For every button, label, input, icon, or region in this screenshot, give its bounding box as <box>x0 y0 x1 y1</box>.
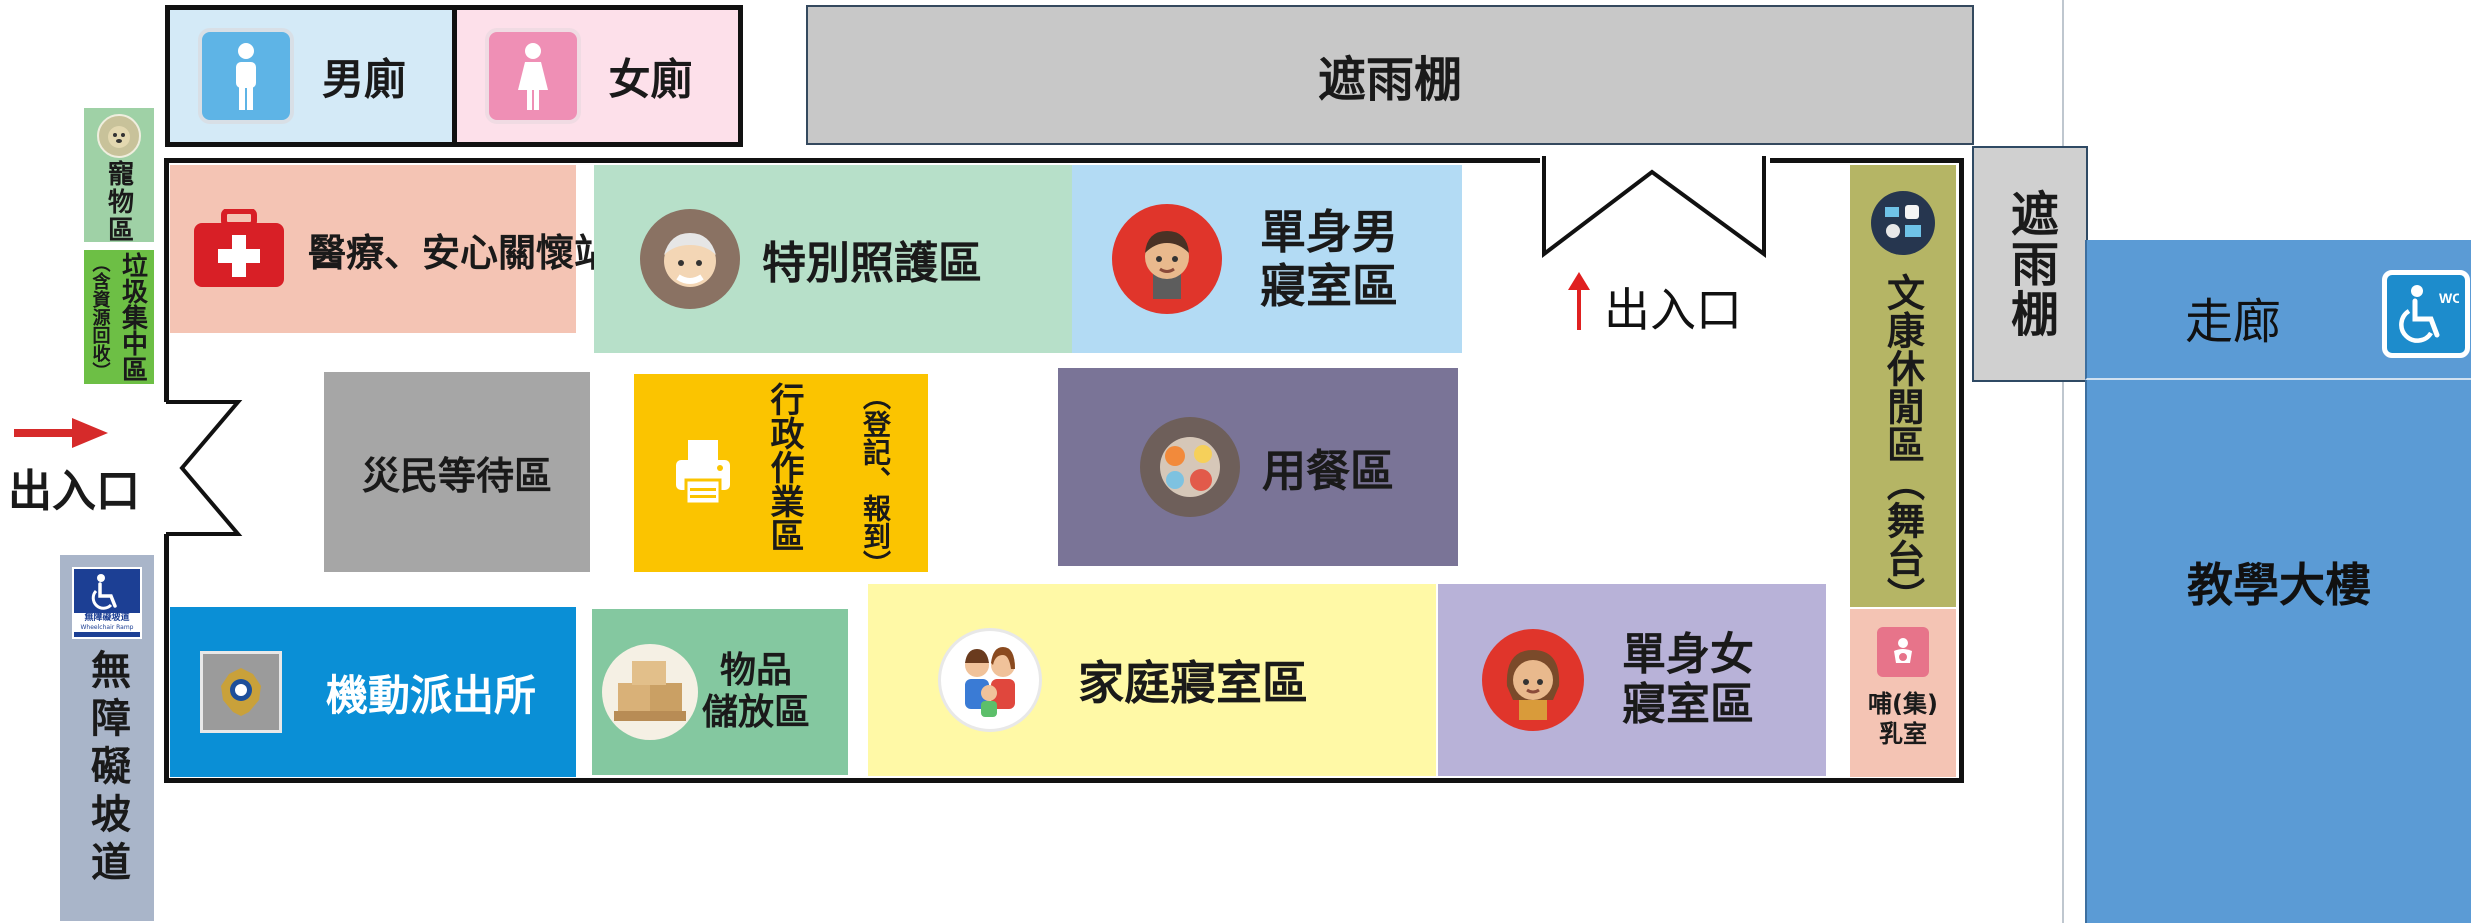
first-aid-kit-icon <box>192 209 286 289</box>
left-entrance-arrow <box>14 418 108 448</box>
zone-family: 家庭寢室區 <box>868 584 1436 776</box>
female-toilet-label: 女廁 <box>608 54 693 104</box>
zone-recreation: 文康休閒區（舞台） <box>1850 165 1956 615</box>
zone-dining-label: 用餐區 <box>1262 446 1394 497</box>
zone-victims-waiting: 災民等待區 <box>324 372 590 572</box>
zone-recreation-label: 文康休閒區（舞台） <box>1880 273 1925 615</box>
left-door <box>160 396 260 546</box>
female-toilet: 女廁 <box>456 10 738 142</box>
zone-dining: 用餐區 <box>1058 368 1458 566</box>
zone-nursing-text: 哺(集) 乳室 <box>1868 689 1938 749</box>
male-toilet-label: 男廁 <box>322 54 407 104</box>
toilet-block: 男廁 女廁 <box>165 5 743 147</box>
canopy-right-label: 遮雨棚 <box>2002 189 2058 339</box>
family-icon <box>938 628 1042 732</box>
wheelchair-icon <box>87 572 127 612</box>
zone-special-care-label: 特別照護區 <box>762 238 982 289</box>
zone-medical-label: 醫療、安心關懷站 <box>308 230 613 275</box>
male-toilet: 男廁 <box>170 10 457 142</box>
zone-single-female: 單身女 寢室區 <box>1438 584 1826 776</box>
zone-storage-text: 物品 儲放區 <box>702 650 810 734</box>
zone-admin-label: 行政作業區 <box>764 382 804 552</box>
ramp: 無障礙坡道 Wheelchair Ramp 無障礙坡道 <box>60 555 154 921</box>
zone-admin: 行政作業區 （登記、報到） <box>634 374 928 578</box>
top-door <box>1540 150 1770 265</box>
ramp-label: 無障礙坡道 <box>84 649 130 889</box>
zone-admin-sub: （登記、報到） <box>859 382 892 578</box>
zone-medical: 醫療、安心關懷站 <box>170 165 612 333</box>
elderly-face-icon <box>640 209 740 309</box>
top-entrance-label: 出入口 <box>1604 283 1742 337</box>
male-toilet-icon <box>198 28 294 124</box>
garbage-area: 垃圾集中區 （含資源回收） <box>84 250 154 384</box>
meal-table-icon <box>1140 417 1240 517</box>
canopy-top-label: 遮雨棚 <box>1317 52 1462 108</box>
pet-area: 寵物區 <box>84 108 154 244</box>
man-face-icon <box>1112 204 1222 314</box>
zone-storage-label-2: 儲放區 <box>702 692 811 733</box>
woman-face-icon <box>1482 629 1584 731</box>
zone-storage: 物品 儲放區 <box>592 609 848 775</box>
divider-line <box>2062 0 2064 923</box>
zone-single-female-label-2: 寢室區 <box>1622 679 1754 730</box>
female-toilet-icon <box>484 28 581 124</box>
top-entrance-arrow <box>1568 272 1590 330</box>
zone-nursing-label-1: 哺(集) <box>1868 690 1938 718</box>
zone-single-male: 單身男 寢室區 <box>1072 165 1462 353</box>
accessible-wc-icon: WC <box>2382 270 2470 358</box>
zone-nursing-label-2: 乳室 <box>1879 720 1927 748</box>
corridor: 走廊 WC <box>2085 240 2471 380</box>
zone-single-male-label-2: 寢室區 <box>1260 259 1398 313</box>
pet-area-label: 寵物區 <box>103 160 134 244</box>
left-entrance-label: 出入口 <box>8 466 140 517</box>
zone-storage-label-1: 物品 <box>720 650 793 691</box>
printer-icon <box>674 438 732 508</box>
canopy-top: 遮雨棚 <box>806 5 1974 145</box>
boxes-icon <box>602 644 698 740</box>
garbage-area-label: 垃圾集中區 <box>117 252 148 382</box>
ramp-sign: 無障礙坡道 Wheelchair Ramp <box>72 567 142 639</box>
zone-special-care: 特別照護區 <box>594 165 1072 353</box>
zone-nursing: 哺(集) 乳室 <box>1850 609 1956 777</box>
corridor-label: 走廊 <box>2185 294 2282 350</box>
zone-single-male-label-1: 單身男 <box>1260 205 1398 259</box>
police-badge-icon <box>200 651 282 733</box>
ramp-sign-text: 無障礙坡道 <box>84 613 130 623</box>
nursing-icon <box>1877 627 1929 677</box>
zone-single-female-text: 單身女 寢室區 <box>1622 630 1754 730</box>
svg-text:WC: WC <box>2439 290 2459 306</box>
canopy-right: 遮雨棚 <box>1972 146 2088 382</box>
zone-victims-waiting-label: 災民等待區 <box>361 453 552 498</box>
zone-police: 機動派出所 <box>170 607 576 777</box>
dog-icon <box>97 114 141 158</box>
zone-single-female-label-1: 單身女 <box>1622 629 1754 680</box>
zone-police-label: 機動派出所 <box>326 670 537 720</box>
zone-admin-text: 行政作業區 （登記、報到） <box>760 382 895 578</box>
zone-family-label: 家庭寢室區 <box>1078 656 1308 710</box>
recreation-icon <box>1871 191 1935 255</box>
ramp-sign-text-en: Wheelchair Ramp <box>80 624 134 631</box>
zone-single-male-text: 單身男 寢室區 <box>1260 205 1398 313</box>
teaching-building-label: 教學大樓 <box>2187 557 2371 612</box>
garbage-area-sub: （含資源回收） <box>89 254 111 380</box>
